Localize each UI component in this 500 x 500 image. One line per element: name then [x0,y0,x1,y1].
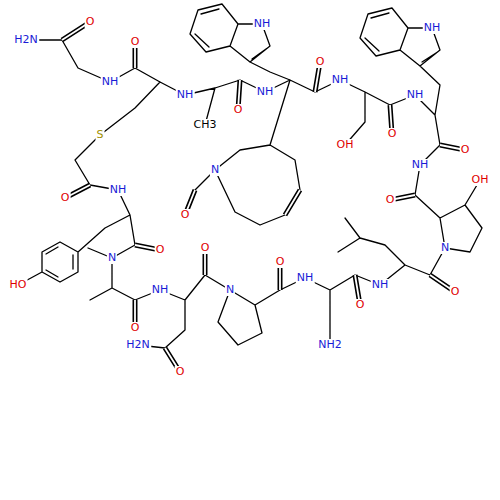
atom-label: O [175,366,186,378]
atom-label: NH [109,184,128,196]
atom-label: NH2 [317,339,343,351]
double-bonds-inner [62,22,465,372]
atom-label: H2N [125,339,151,351]
atom-label: H2N [13,34,39,46]
atom-label: NH [406,89,425,101]
atom-label: NH [371,279,390,291]
atom-label: NH [411,159,430,171]
atom-label: O [85,16,96,28]
atom-label: O [130,322,141,334]
atom-label: O [155,244,166,256]
atom-label: OH [336,139,355,151]
atom-label: O [450,286,461,298]
atom-label: N [210,164,220,176]
atom-label: OH [471,174,490,186]
atom-label: NH [253,18,272,30]
atom-label: O [200,242,211,254]
single-bonds [18,4,482,348]
atom-label: NH [256,86,275,98]
atom-label: O [130,36,141,48]
atom-label: N [225,284,235,296]
atom-label: NH [151,284,170,296]
atom-label: O [387,128,398,140]
atom-label: NH [101,76,120,88]
atom-label: NH [331,74,350,86]
atom-label: N [107,252,117,264]
atom-label: O [315,56,326,68]
atom-label: S [96,129,105,141]
atom-label: CH3 [193,119,218,131]
atom-label: O [60,192,71,204]
atom-label: NH [296,272,315,284]
atom-label: O [355,299,366,311]
atom-label: NH [176,89,195,101]
atom-label: O [460,144,471,156]
atom-label: O [385,194,396,206]
atom-label: HO [9,279,28,291]
atom-label: N [440,242,450,254]
atom-label: O [233,104,244,116]
atom-label: NH [423,22,442,34]
double-bonds-outer [62,22,465,372]
atom-label: O [275,256,286,268]
atom-label: O [180,209,191,221]
